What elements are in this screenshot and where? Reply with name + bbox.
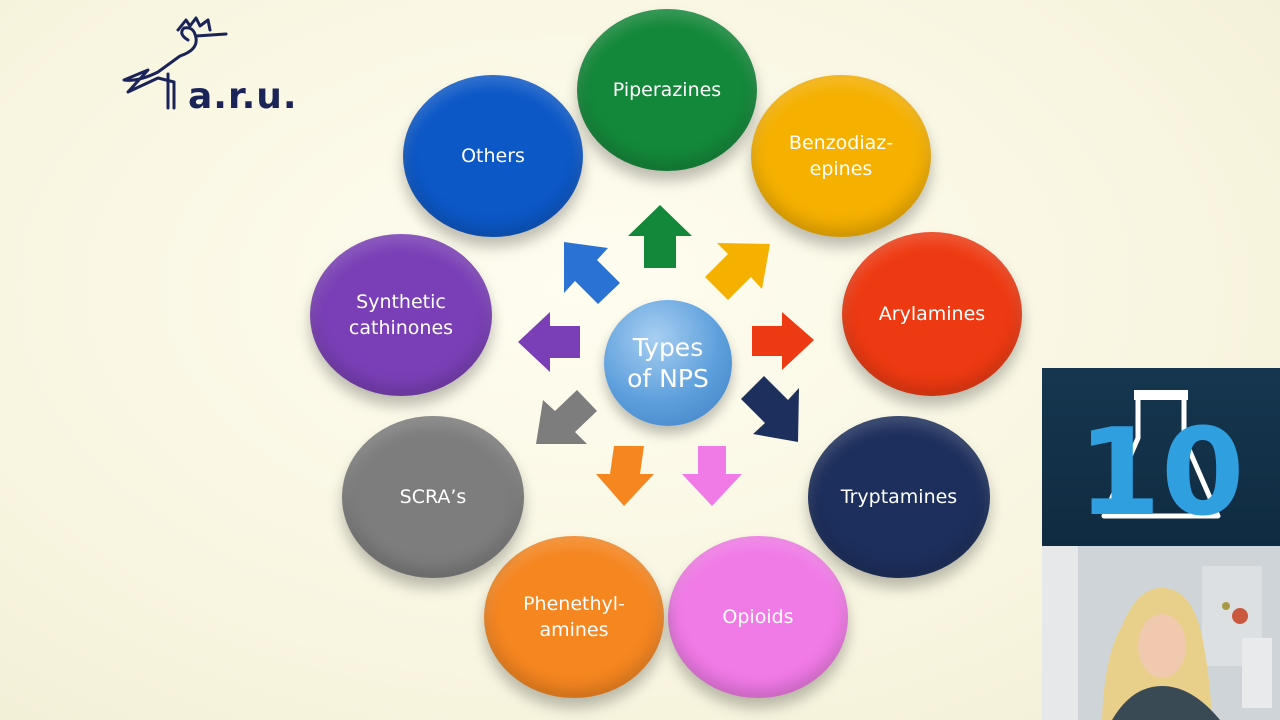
presenter-video: [1042, 546, 1280, 720]
arrow-right-icon: [752, 312, 814, 370]
node-label: Others: [461, 145, 525, 167]
node-arylamines: Arylamines: [842, 232, 1022, 396]
node-label: Benzodiaz- epines: [788, 132, 894, 180]
arrow-up-left-icon: [564, 242, 620, 304]
node-label: Opioids: [722, 606, 794, 628]
node-scras: SCRA’s: [342, 416, 524, 578]
arrow-down-right-icon: [741, 376, 799, 442]
node-phenethylamines: Phenethyl- amines: [484, 536, 664, 698]
arrow-down-orange-icon: [596, 446, 654, 506]
arrow-down-icon: [682, 446, 742, 506]
node-label: Tryptamines: [840, 486, 958, 508]
flask-ten-icon: 10: [1078, 390, 1245, 543]
node-label: Phenethyl- amines: [523, 593, 625, 641]
heron-icon: [122, 16, 228, 110]
node-opioids: Opioids: [668, 536, 848, 698]
node-others: Others: [403, 75, 583, 237]
center-node: Types of NPS: [604, 300, 732, 426]
arrow-up-icon: [628, 205, 692, 268]
channel-logo-panel: 10: [1042, 368, 1280, 546]
node-piperazines: Piperazines: [577, 9, 757, 171]
arrow-down-left-icon: [536, 390, 597, 444]
node-label: Synthetic cathinones: [348, 291, 454, 339]
node-label: Piperazines: [612, 79, 722, 101]
channel-logo-number: 10: [1078, 404, 1245, 543]
node-label: SCRA’s: [399, 486, 467, 508]
node-synthetic-cathinones: Synthetic cathinones: [310, 234, 492, 396]
arrow-up-right-icon: [705, 243, 770, 300]
aru-logo: a.r.u.: [118, 12, 328, 117]
node-label: Arylamines: [878, 303, 986, 325]
node-benzodiazepines: Benzodiaz- epines: [751, 75, 931, 237]
arrow-left-icon: [518, 312, 580, 372]
webcam-feed: [1042, 546, 1280, 720]
aru-wordmark: a.r.u.: [188, 76, 298, 117]
center-label: Types of NPS: [627, 333, 709, 393]
node-tryptamines: Tryptamines: [808, 416, 990, 578]
